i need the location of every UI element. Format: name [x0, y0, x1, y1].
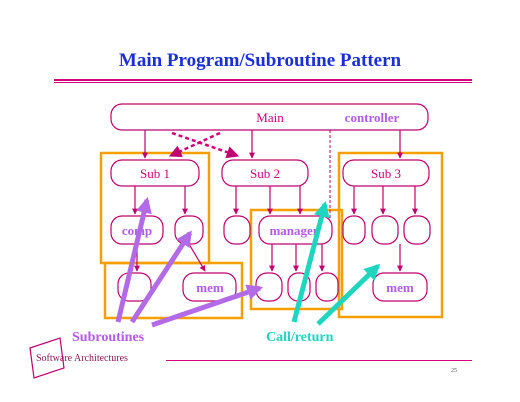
- footer-rule: [166, 360, 472, 361]
- leaf-box-mid-a: [255, 272, 283, 302]
- callreturn-label: Call/return: [266, 330, 334, 345]
- sub1-label: Sub 1: [140, 166, 170, 181]
- subroutines-arrow-3: [151, 284, 264, 328]
- main-box: [110, 103, 429, 131]
- sub3-label: Sub 3: [371, 166, 401, 181]
- sub2-label: Sub 2: [250, 166, 280, 181]
- footer-text: Software Architectures: [36, 353, 128, 364]
- main-label: Main: [256, 110, 284, 125]
- mem-box-right: [372, 272, 428, 302]
- controller-label: controller: [345, 110, 400, 125]
- subroutines-arrow-2: [129, 230, 193, 324]
- mem-label-left: mem: [196, 280, 224, 295]
- cross-dash-1: [168, 131, 221, 158]
- sub3-box: [342, 159, 430, 187]
- sub2-child-box: [223, 215, 251, 245]
- mem-label-right: mem: [386, 280, 414, 295]
- sub1-box: [110, 159, 200, 187]
- sub3-child-box-b: [371, 215, 399, 245]
- leaf-box-mid-c: [315, 272, 339, 302]
- title-rule: [54, 79, 472, 81]
- sub1-child-box: [174, 215, 204, 245]
- cross-dash-2: [171, 131, 240, 159]
- callreturn-arrow-2: [316, 263, 381, 326]
- group-sub3: [337, 151, 444, 319]
- mem-box-left: [182, 272, 237, 302]
- sub3-child-box-c: [403, 215, 431, 245]
- slide-title: Main Program/Subroutine Pattern: [118, 50, 402, 71]
- sub3-child-box-a: [342, 215, 366, 245]
- sub2-box: [221, 159, 309, 187]
- subroutines-label: Subroutines: [72, 330, 145, 345]
- callreturn-arrow-1: [291, 200, 330, 323]
- arrow-child-mem: [188, 243, 206, 272]
- comp-label: comp: [122, 223, 152, 238]
- manager-label: manager: [269, 223, 318, 238]
- page-number: 25: [451, 368, 457, 374]
- subroutines-arrow-1: [115, 196, 152, 323]
- footer-logo-shape: [29, 337, 65, 379]
- title-rule-thin: [54, 82, 472, 83]
